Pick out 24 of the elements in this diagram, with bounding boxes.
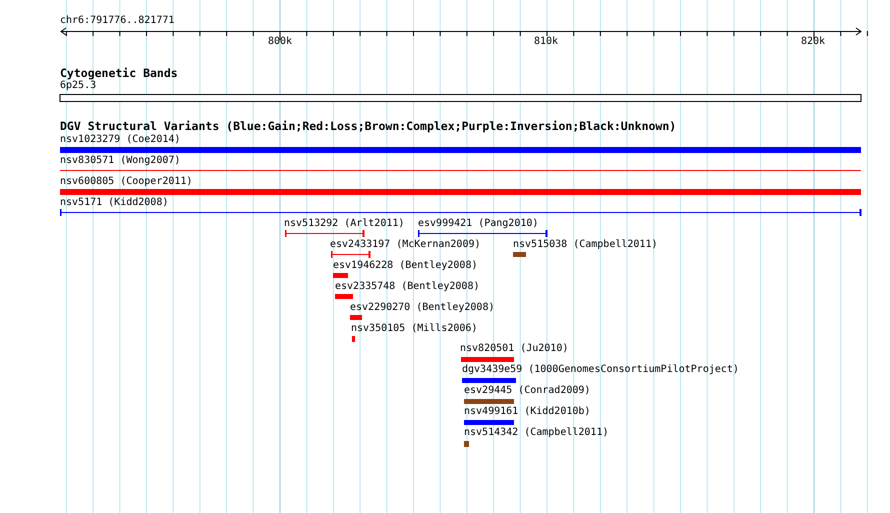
variant-label: esv1946228 (Bentley2008) [333, 260, 478, 271]
tick-label: 810k [534, 36, 558, 47]
variant-label: esv999421 (Pang2010) [418, 218, 538, 229]
variant-label: nsv600805 (Cooper2011) [60, 176, 192, 187]
variant-label: esv2335748 (Bentley2008) [335, 281, 480, 292]
variant-label: nsv513292 (Arlt2011) [284, 218, 404, 229]
variant-label: nsv1023279 (Coe2014) [60, 134, 180, 145]
locus-label: chr6:791776..821771 [60, 15, 174, 26]
variant-label: nsv830571 (Wong2007) [60, 155, 180, 166]
variant-label: esv2290270 (Bentley2008) [350, 302, 494, 313]
track-title: DGV Structural Variants (Blue:Gain;Red:Loss;Brown:Complex;Purple:Inversion;Black:Unknown) [60, 121, 676, 132]
variant-label: esv2433197 (McKernan2009) [330, 239, 481, 250]
variant-label: dgv3439e59 (1000GenomesConsortiumPilotProject) [462, 364, 739, 375]
variant-label: nsv5171 (Kidd2008) [60, 197, 168, 208]
band-label: 6p25.3 [60, 80, 96, 91]
variant-label: nsv514342 (Campbell2011) [464, 427, 608, 438]
variant-label: nsv820501 (Ju2010) [460, 343, 568, 354]
tick-label: 800k [268, 36, 292, 47]
variant-label: nsv515038 (Campbell2011) [513, 239, 658, 250]
variant-label: esv29445 (Conrad2009) [464, 385, 590, 396]
track-title: Cytogenetic Bands [60, 68, 178, 79]
variant-label: nsv499161 (Kidd2010b) [464, 406, 590, 417]
variant-label: nsv350105 (Mills2006) [351, 323, 478, 334]
tick-label: 820k [801, 36, 826, 47]
